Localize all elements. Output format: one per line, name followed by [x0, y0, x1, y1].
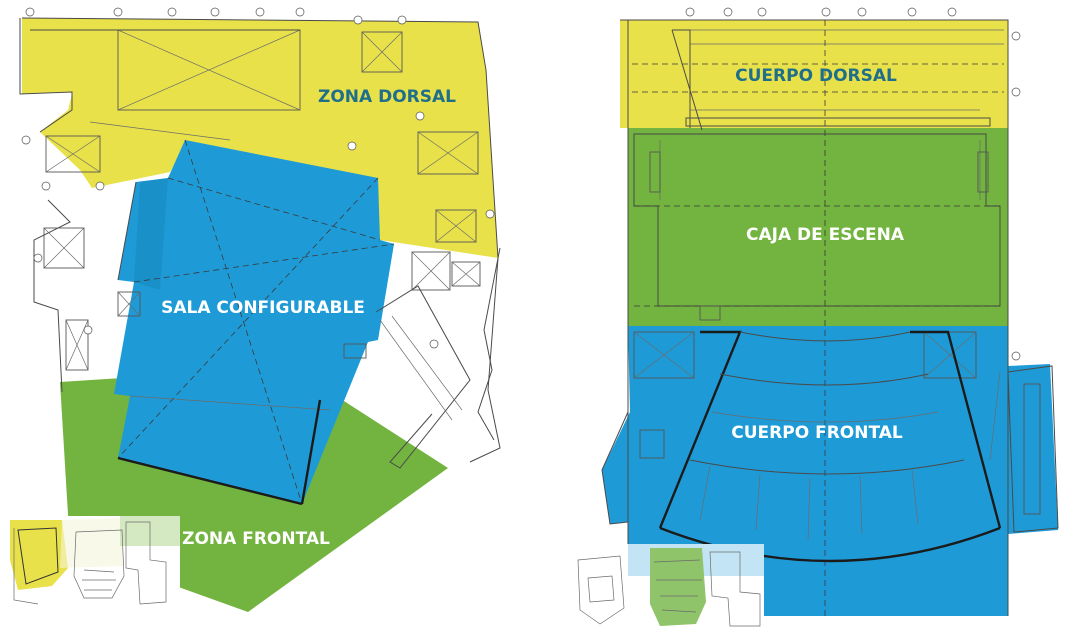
right-thumbnail [572, 544, 764, 630]
zona-dorsal-label: ZONA DORSAL [318, 87, 456, 107]
zona-frontal-label: ZONA FRONTAL [182, 529, 330, 549]
right-plan-lines [601, 7, 1059, 616]
left-plan-lines [19, 7, 501, 506]
right-plan: CUERPO DORSAL CAJA DE ESCENA CUERPO FRON… [572, 7, 1059, 630]
cuerpo-frontal-label: CUERPO FRONTAL [731, 423, 903, 443]
caja-de-escena-label: CAJA DE ESCENA [746, 225, 905, 245]
zona-dorsal-region [22, 18, 498, 258]
left-thumbnail [8, 516, 180, 628]
cuerpo-dorsal-region [620, 20, 1008, 128]
caja-de-escena-region [628, 128, 1008, 326]
cuerpo-dorsal-label: CUERPO DORSAL [735, 66, 897, 86]
sala-configurable-region [114, 140, 394, 504]
sala-configurable-label: SALA CONFIGURABLE [161, 298, 365, 318]
left-plan: ZONA DORSAL SALA CONFIGURABLE ZONA FRONT… [8, 7, 501, 628]
cuerpo-frontal-region [602, 326, 1058, 616]
